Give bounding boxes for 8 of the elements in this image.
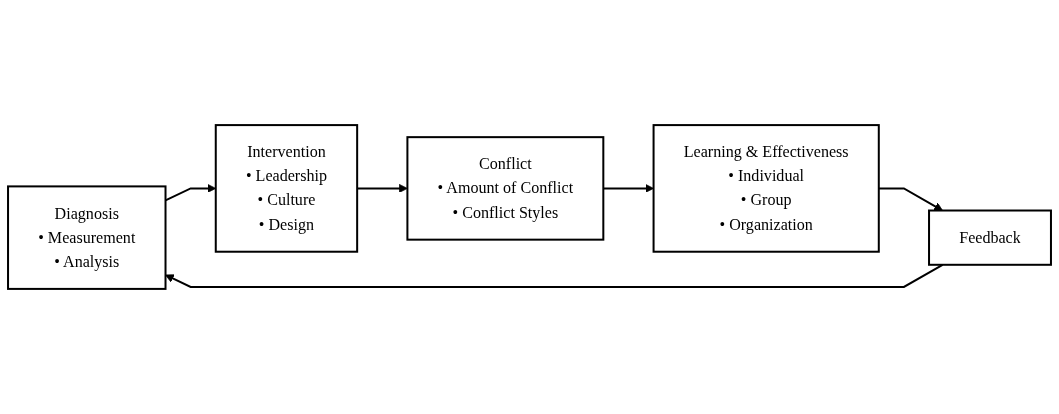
arrow <box>878 187 943 211</box>
node-box: Feedback <box>928 209 1052 266</box>
node-box: Diagnosis • Measurement • Analysis <box>7 185 167 290</box>
arrow <box>603 184 654 193</box>
node-box: Conflict • Amount of Conflict • Conflict Styles <box>406 136 605 241</box>
arrow <box>357 184 408 193</box>
node-box: Intervention • Leadership • Culture • Design <box>214 124 359 253</box>
node-box: Learning & Effectiveness • Individual • Group • Organization <box>652 124 880 253</box>
